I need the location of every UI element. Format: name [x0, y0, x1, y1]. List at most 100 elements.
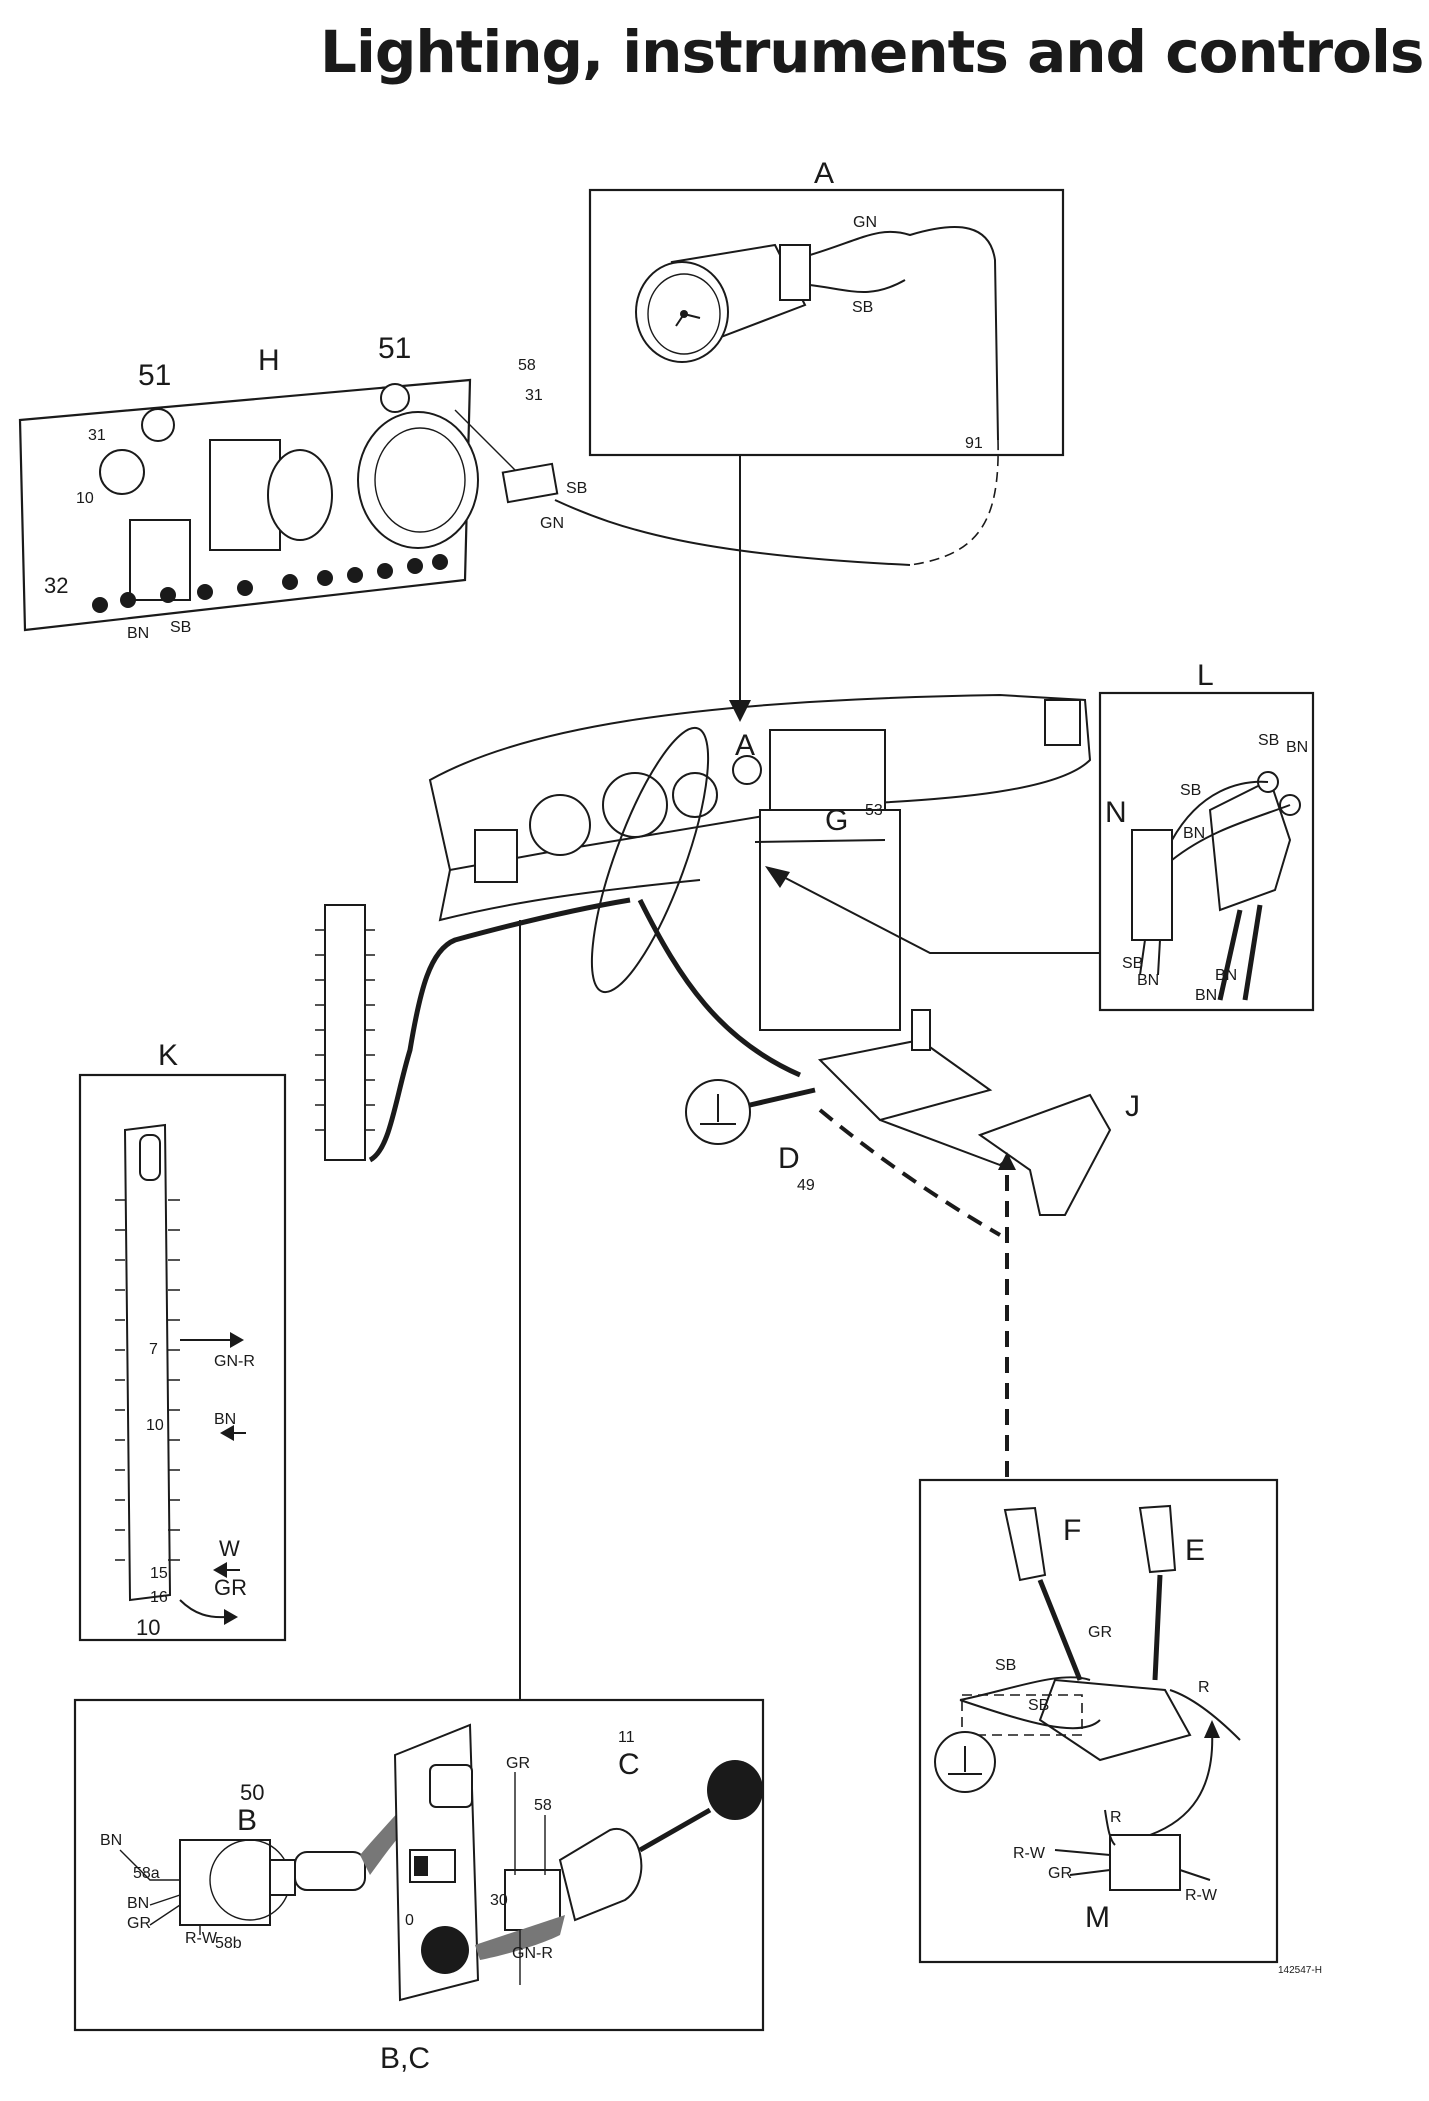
console-box-j [977, 1093, 1112, 1216]
panel-l-sb1: SB [1258, 732, 1279, 749]
arrow-to-l-line [769, 869, 1100, 954]
arrow-w-head [213, 1562, 227, 1578]
panel-b-label: B [237, 1804, 257, 1837]
switch-c-body [558, 1827, 643, 1922]
printed-circuit-block [129, 519, 191, 601]
fuse-number-10: 10 [146, 1417, 164, 1434]
fuse-wire-w: W [219, 1536, 240, 1561]
panel-fem-f: F [1063, 1514, 1081, 1547]
bulb-holder-left [141, 408, 175, 442]
clock-face [647, 273, 721, 355]
clock-center [680, 310, 688, 318]
switch-harness [754, 839, 886, 843]
steering-wheel [590, 726, 710, 994]
plate-zero: 0 [405, 1912, 414, 1929]
wire-number-91: 91 [965, 435, 983, 452]
panel-k-frame [78, 1073, 287, 1642]
dashboard: A G 53 D 49 J [315, 693, 1140, 1700]
clock-connector [779, 244, 811, 301]
fuse-box-tab [139, 1134, 161, 1181]
panel-l-bn5: BN [1195, 987, 1217, 1004]
relay-output-leads [1217, 904, 1263, 1001]
panel-bc-caption: B,C [380, 2042, 430, 2075]
wire-b-gr: GR [127, 1915, 151, 1932]
gauge-dial [374, 427, 466, 533]
panel-fem-r1: R [1198, 1679, 1210, 1696]
clock-cable [809, 226, 999, 441]
vent-left [474, 829, 518, 883]
plug-label-sb: SB [566, 480, 587, 497]
dash-lower-edge [438, 869, 701, 922]
terminal-32: 32 [44, 573, 68, 598]
panel-fem-sb1: SB [995, 1657, 1016, 1674]
panel-l-bn4: BN [1215, 967, 1237, 984]
gear-selector [817, 1038, 993, 1122]
switch-m-leads [1054, 1809, 1211, 1881]
panel-fem-r2: R [1110, 1809, 1122, 1826]
dash-label-49: 49 [797, 1177, 815, 1194]
panel-k-bottom-number: 10 [136, 1615, 160, 1640]
harness-to-j-dashed [818, 1108, 1002, 1237]
clock-harness [554, 499, 911, 566]
page-title: Lighting, instruments and controls [320, 18, 1424, 86]
panel-l: L N SB BN SB BN SB BN BN BN [1098, 659, 1315, 1012]
dash-top [428, 693, 1092, 872]
wire-b-bn-top: BN [100, 1832, 122, 1849]
clock-wire-sb [809, 279, 906, 293]
fuse-box-body [123, 1123, 172, 1602]
clock-plug [501, 462, 559, 504]
switch-f-head [1003, 1506, 1047, 1582]
wire-label-gn: GN [853, 214, 877, 231]
fuse-wire-gr: GR [214, 1575, 247, 1600]
panel-l-bn1: BN [1286, 739, 1308, 756]
cluster-label-h: H [258, 344, 280, 377]
panel-fem-gr2: GR [1048, 1865, 1072, 1882]
arrow-to-j [998, 1152, 1016, 1170]
fuse-number-7: 7 [149, 1341, 158, 1358]
wire-b-bn: BN [127, 1895, 149, 1912]
wire-b-rw: R-W [185, 1930, 218, 1947]
center-console-top [769, 729, 886, 811]
arrow-bn-head [220, 1425, 234, 1441]
panel-fem: F E GR SB SB R R-W R GR M R-W [918, 1478, 1279, 1964]
dash-gauge-3 [672, 772, 718, 818]
bulb-label-51-left: 51 [138, 359, 171, 392]
dash-label-g: G [825, 804, 848, 837]
switch-c-knob [707, 1760, 763, 1820]
panel-fem-rw1: R-W [1013, 1845, 1046, 1862]
switch-stems [1037, 1574, 1163, 1681]
plug-label-gn: GN [540, 515, 564, 532]
gauge-speedometer [357, 411, 479, 549]
terminal-31-right: 31 [525, 387, 543, 404]
arrow-gr-line [179, 1599, 227, 1619]
vent-right [1044, 699, 1081, 746]
panel-b-number: 50 [240, 1780, 264, 1805]
rheostat-b-leads [119, 1849, 201, 1935]
selector-base [1038, 1678, 1192, 1762]
switch-m [1109, 1834, 1181, 1891]
fuse-wire-gn-r: GN-R [214, 1353, 255, 1370]
fuse-number-15: 15 [150, 1565, 168, 1582]
gauge-left [267, 449, 333, 541]
dash-label-d: D [778, 1142, 800, 1175]
arrow-m-up [1204, 1720, 1220, 1738]
main-harness-floor [637, 898, 802, 1078]
panel-k: K 7 GN-R 10 BN 15 16 W GR 10 [78, 1039, 287, 1642]
panel-bc: B,C 50 B 11 C 0 BN 58a BN GR R-W 58b GR … [73, 1698, 765, 2075]
panel-l-label: L [1197, 659, 1214, 692]
instrument-cluster-h: H 51 51 58 31 31 10 4 32 BN SB SB GN [18, 332, 999, 722]
fuse-wire-bn: BN [214, 1411, 236, 1428]
panel-l-sb2: SB [1180, 782, 1201, 799]
fuse-strip [324, 904, 366, 1161]
panel-a: A GN SB 91 [588, 157, 1065, 457]
switch-m-wire-r [1149, 1729, 1214, 1836]
ground-lead-d [749, 1087, 816, 1108]
switch-c-leads [514, 1772, 546, 1985]
panel-l-n: N [1105, 796, 1127, 829]
center-console [759, 809, 901, 1031]
cluster-wire-bn: BN [127, 625, 149, 642]
selector-wires [959, 1676, 1241, 1741]
rheostat [99, 449, 145, 495]
panel-k-label: K [158, 1039, 178, 1072]
